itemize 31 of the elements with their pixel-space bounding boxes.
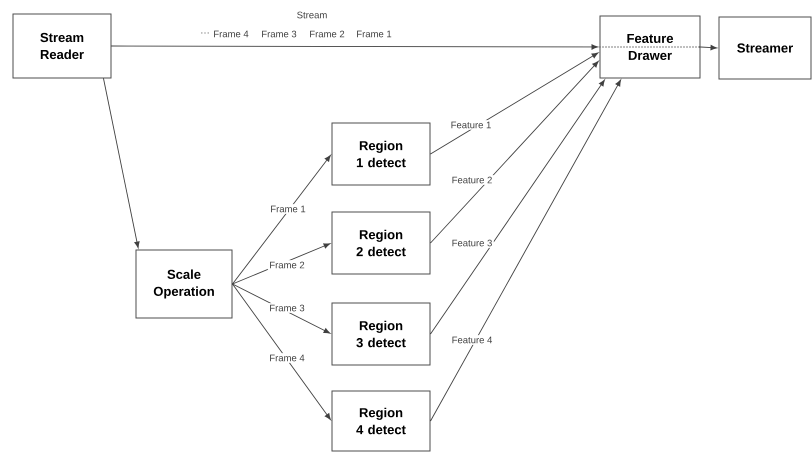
process-box: Feature Drawer — [600, 16, 700, 78]
process-box: Streamer — [718, 16, 812, 80]
edge-label: Stream — [295, 10, 329, 20]
stream-label: ··· — [201, 32, 209, 34]
process-box: Region 4 detect — [332, 390, 430, 452]
arrow — [103, 78, 140, 248]
arrow — [700, 44, 718, 50]
arrow — [430, 60, 599, 244]
stream-label: Frame 3 — [262, 30, 296, 38]
arrow — [111, 44, 598, 50]
edge-label: Feature 2 — [450, 175, 494, 185]
stream-label: Frame 4 — [214, 30, 248, 38]
stream-label: Frame 2 — [310, 30, 344, 38]
process-box: Region 3 detect — [332, 302, 430, 366]
edge-label: Frame 1 — [268, 204, 308, 214]
process-box: Stream Reader — [12, 14, 112, 78]
edge-label: Frame 2 — [268, 260, 306, 270]
edge-label: Frame 3 — [268, 303, 306, 313]
process-box: Region 2 detect — [332, 212, 430, 274]
edge-label: Feature 3 — [450, 238, 494, 248]
arrow — [430, 80, 622, 422]
edge-label: Feature 1 — [449, 120, 493, 130]
process-box: Region 1 detect — [332, 122, 430, 186]
arrow — [430, 80, 605, 334]
arrow — [232, 155, 331, 284]
process-box: Scale Operation — [136, 250, 232, 318]
edge-label: Frame 4 — [268, 353, 306, 363]
stream-label: Frame 1 — [357, 30, 392, 38]
edge-label: Feature 4 — [450, 335, 494, 345]
arrow — [430, 52, 598, 154]
arrow — [232, 284, 331, 420]
